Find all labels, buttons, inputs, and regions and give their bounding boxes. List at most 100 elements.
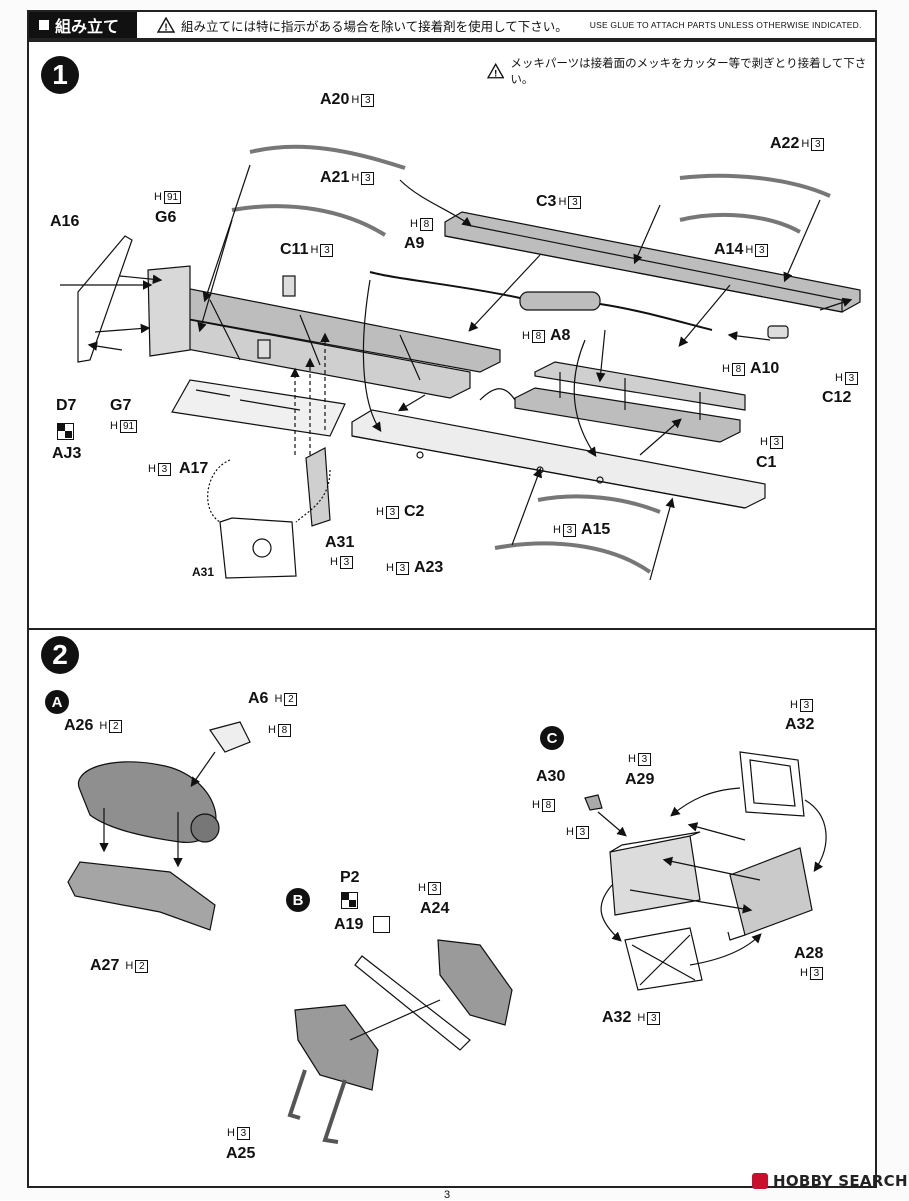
label-aj3: AJ3	[52, 445, 82, 462]
label-a9: A9	[404, 235, 425, 252]
box-a28	[727, 847, 813, 941]
leaf-spring-a20	[249, 144, 406, 170]
frame-rail-c2	[351, 409, 766, 509]
differential-a25	[287, 1004, 379, 1144]
muffler	[519, 291, 601, 311]
svg-text:!: !	[164, 23, 167, 34]
svg-text:!: !	[494, 68, 497, 79]
panel-a32-bottom	[624, 927, 703, 991]
label-g7: G7	[110, 397, 132, 414]
leaf-spring-a15	[537, 494, 661, 514]
step-number-2: 2	[41, 636, 79, 674]
leaf-spring-a22	[679, 173, 831, 198]
watermark: HOBBY SEARCH	[752, 1172, 908, 1190]
header-bar: 組み立て ! 組み立てには特に指示がある場合を除いて接着剤を使用して下さい。 U…	[27, 10, 877, 40]
watermark-text: HOBBY SEARCH	[773, 1172, 908, 1190]
label-a31: A31	[325, 534, 355, 551]
sub-step-b: B	[286, 888, 310, 912]
warning-triangle-icon: !	[487, 63, 505, 79]
section-title-text: 組み立て	[55, 19, 120, 36]
leaf-spring-a14	[679, 212, 801, 234]
section-title: 組み立て	[29, 12, 138, 38]
label-a29: A29	[625, 771, 655, 788]
sub-step-c: C	[540, 726, 564, 750]
box-a29	[609, 831, 701, 916]
transmission-case-a27	[67, 861, 216, 931]
glue-warning-jp: 組み立てには特に指示がある場合を除いて接着剤を使用して下さい。	[181, 19, 568, 34]
checker-icon	[341, 892, 358, 909]
leaf-spring-a23	[494, 541, 652, 574]
label-c12: C12	[822, 389, 852, 406]
bumper-a16	[77, 235, 191, 363]
axle-shaft-a19	[354, 955, 471, 1051]
label-a32: A32	[785, 716, 815, 733]
frame-rail-c3	[444, 211, 861, 313]
plating-note: ! メッキパーツは接着面のメッキをカッター等で剥ぎとり接着して下さい。	[487, 55, 875, 87]
warning-triangle-icon: !	[157, 17, 176, 34]
part-a31	[207, 447, 331, 579]
label-a24: A24	[420, 900, 450, 917]
tank-a10	[767, 325, 789, 339]
label-a25: A25	[226, 1145, 256, 1162]
platform-a17	[171, 379, 346, 437]
label-a28: A28	[794, 945, 824, 962]
label-a30: A30	[536, 768, 566, 785]
label-g6: G6	[155, 209, 177, 226]
transmission-a26	[77, 761, 220, 843]
glue-warning-en: USE GLUE TO ATTACH PARTS UNLESS OTHERWIS…	[589, 20, 862, 30]
page-number: 3	[444, 1189, 451, 1201]
glue-warning: ! 組み立てには特に指示がある場合を除いて接着剤を使用して下さい。	[157, 16, 568, 35]
label-a31-detail: A31	[192, 565, 215, 579]
cross-member-c11	[149, 275, 501, 399]
step-number-1: 1	[41, 56, 79, 94]
leaf-spring-a21	[231, 204, 387, 237]
label-a16: A16	[50, 213, 80, 230]
differential-a24	[437, 939, 513, 1026]
label-d7: D7	[56, 397, 77, 414]
checker-icon	[57, 423, 74, 440]
hobby-search-logo-icon	[752, 1173, 768, 1189]
plating-note-text: メッキパーツは接着面のメッキをカッター等で剥ぎとり接着して下さい。	[510, 58, 867, 86]
shift-lever-a6	[209, 721, 251, 753]
frame-rail-c1	[514, 361, 746, 443]
sub-step-a: A	[45, 690, 69, 714]
no-glue-icon	[373, 916, 390, 933]
label-a19: A19	[334, 916, 364, 933]
square-bullet-icon	[39, 20, 49, 30]
panel-a32	[739, 751, 805, 817]
label-c1: C1	[756, 454, 777, 471]
bracket-a30	[584, 794, 603, 811]
